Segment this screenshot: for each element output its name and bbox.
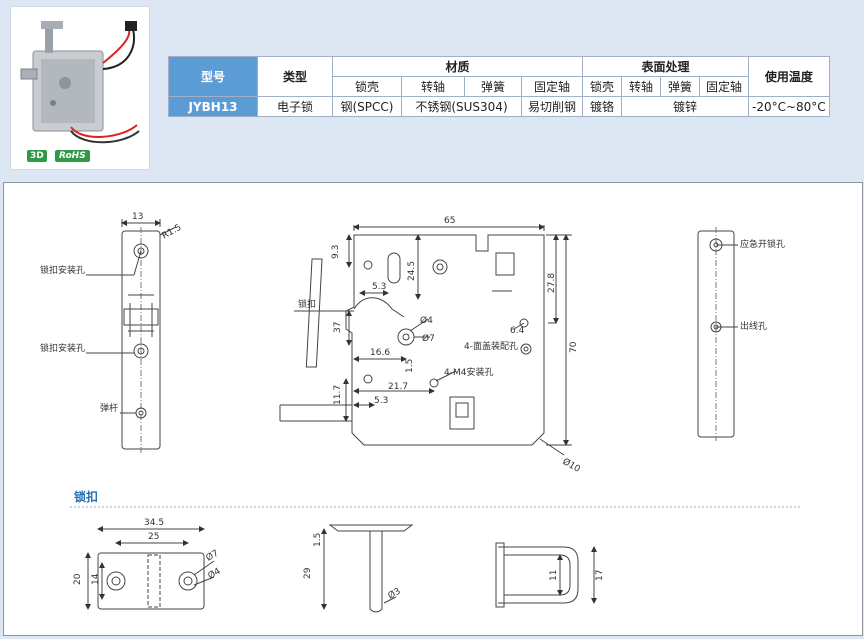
dim-14: 14 (91, 573, 101, 585)
header-material: 材质 (332, 56, 583, 77)
sub-surface-fixed: 固定轴 (699, 76, 749, 97)
dim-13: 13 (132, 212, 143, 222)
sub-surface-shell: 锁壳 (582, 76, 622, 97)
dim-20: 20 (73, 573, 83, 585)
left-side-view (86, 219, 177, 453)
cell-type: 电子锁 (257, 96, 333, 117)
technical-drawing: 13 R1.5 锁扣安装孔 锁扣安装孔 弹杆 65 9.3 24.5 5.3 2… (3, 182, 863, 636)
3d-badge: 3D (27, 150, 47, 162)
table-row: JYBH13 电子锁 钢(SPCC) 不锈钢(SUS304) 易切削钢 镀铬 镀… (168, 96, 830, 117)
cell-surf-rest: 镀锌 (621, 96, 749, 117)
dim-phi10: Ø10 (561, 456, 583, 475)
dim-17: 17 (595, 570, 605, 581)
dim-phi3: Ø3 (386, 586, 403, 602)
latch-end-view (495, 542, 597, 608)
dim-29: 29 (303, 567, 313, 579)
label-spring-rod: 弹杆 (100, 402, 118, 414)
label-latch-hole-1: 锁扣安装孔 (40, 264, 85, 276)
spec-table: 型号 类型 材质 表面处理 使用温度 锁壳 转轴 弹簧 固定轴 锁壳 转轴 弹簧… (168, 56, 830, 117)
cell-mat-fixed: 易切削钢 (521, 96, 583, 117)
header-type: 类型 (257, 56, 333, 97)
product-photo: 3D RoHS (10, 6, 150, 170)
dim-65: 65 (444, 216, 455, 226)
latch-top-view (85, 526, 215, 610)
right-side-view (697, 227, 738, 441)
cell-model: JYBH13 (168, 96, 258, 117)
dim-1-5-latch: 1.5 (313, 533, 323, 547)
dim-21-7: 21.7 (388, 382, 408, 392)
sub-material-shaft: 转轴 (401, 76, 465, 97)
cell-mat-shell: 钢(SPCC) (332, 96, 402, 117)
latch-side-view (321, 524, 414, 613)
lock-product-image (20, 21, 140, 144)
dim-37: 37 (333, 322, 343, 333)
dim-27-8: 27.8 (547, 273, 557, 293)
dim-24-5: 24.5 (407, 261, 417, 281)
dim-1-5: 1.5 (405, 359, 415, 373)
dim-16-6: 16.6 (370, 348, 390, 358)
dim-11-7: 11.7 (333, 385, 343, 405)
sub-material-shell: 锁壳 (332, 76, 402, 97)
header-panel: 3D RoHS 型号 类型 材质 表面处理 使用温度 锁壳 转轴 弹簧 固定轴 … (0, 0, 864, 176)
section-title-latch: 锁扣 (74, 489, 98, 504)
label-emergency-hole: 应急开锁孔 (740, 238, 785, 250)
cell-surf-shell: 镀铬 (582, 96, 622, 117)
sub-material-fixed: 固定轴 (521, 76, 583, 97)
dim-phi4: Ø4 (420, 315, 433, 326)
center-front-view (279, 224, 572, 456)
label-wire-hole: 出线孔 (740, 320, 767, 332)
sub-surface-spring: 弹簧 (660, 76, 700, 97)
dim-phi7: Ø7 (422, 333, 435, 344)
drawing-svg: 13 R1.5 锁扣安装孔 锁扣安装孔 弹杆 65 9.3 24.5 5.3 2… (40, 212, 802, 613)
dim-phi7-latch: Ø7 (204, 548, 221, 564)
dim-9-3: 9.3 (331, 245, 341, 259)
label-cover-holes: 4-面盖装配孔 (464, 340, 518, 352)
cell-temp: -20°C~80°C (748, 96, 830, 117)
dim-70: 70 (569, 341, 579, 353)
dim-5-3-b: 5.3 (374, 396, 388, 406)
sub-surface-shaft: 转轴 (621, 76, 661, 97)
dim-5-3-a: 5.3 (372, 282, 386, 292)
header-model: 型号 (168, 56, 258, 97)
rohs-badge: RoHS (55, 150, 90, 162)
dim-6-4: 6.4 (510, 326, 525, 336)
dim-r15: R1.5 (161, 223, 184, 242)
dim-34-5: 34.5 (144, 518, 164, 528)
label-latch: 锁扣 (298, 298, 316, 310)
label-m4-holes: 4-M4安装孔 (444, 366, 493, 378)
dim-11: 11 (549, 570, 559, 581)
dim-25: 25 (148, 532, 159, 542)
sub-material-spring: 弹簧 (464, 76, 522, 97)
label-latch-hole-2: 锁扣安装孔 (40, 342, 85, 354)
header-surface: 表面处理 (582, 56, 749, 77)
header-temp: 使用温度 (748, 56, 830, 97)
cell-mat-shaft-spring: 不锈钢(SUS304) (401, 96, 522, 117)
